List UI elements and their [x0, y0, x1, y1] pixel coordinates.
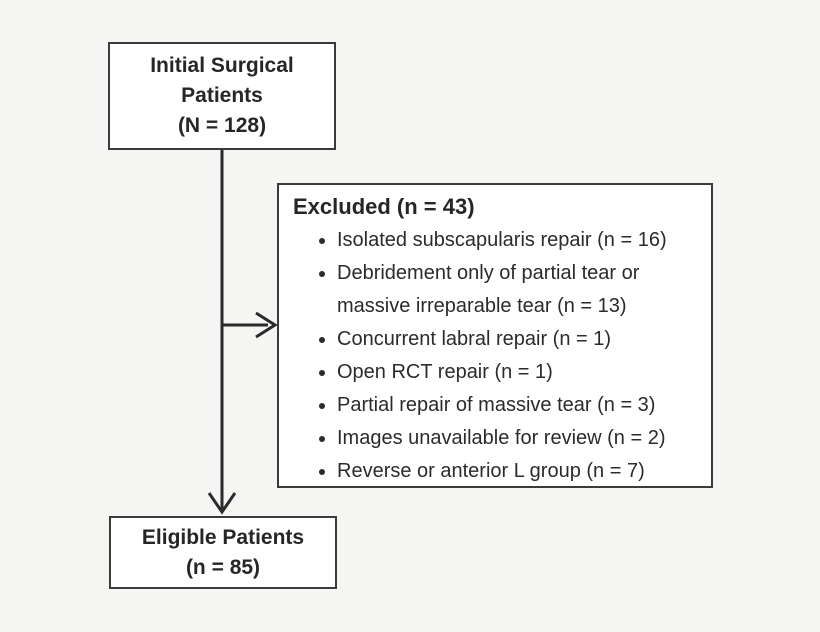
initial-patients-box: Initial Surgical Patients (N = 128) — [108, 42, 336, 150]
excluded-item: Open RCT repair (n = 1) — [337, 356, 701, 389]
excluded-item: Images unavailable for review (n = 2) — [337, 422, 701, 455]
eligible-patients-box: Eligible Patients (n = 85) — [109, 516, 337, 589]
eligible-patients-count: (n = 85) — [185, 555, 261, 579]
eligible-patients-title: Eligible Patients — [141, 525, 305, 549]
excluded-item: Partial repair of massive tear (n = 3) — [337, 389, 701, 422]
excluded-item: Concurrent labral repair (n = 1) — [337, 323, 701, 356]
excluded-item: Isolated subscapularis repair (n = 16) — [337, 224, 701, 257]
arrowhead-down-icon — [207, 492, 237, 515]
horizontal-arrow — [222, 311, 278, 339]
excluded-header: Excluded (n = 43) — [293, 194, 475, 219]
excluded-list: Isolated subscapularis repair (n = 16) D… — [293, 224, 701, 488]
initial-patients-title: Initial Surgical Patients — [150, 54, 294, 107]
excluded-box: Excluded (n = 43) Isolated subscapularis… — [277, 183, 713, 488]
arrowhead-right-icon — [255, 311, 278, 339]
initial-patients-count: (N = 128) — [177, 114, 267, 137]
vertical-arrow — [207, 150, 237, 515]
excluded-item: Debridement only of partial tear or mass… — [337, 257, 701, 323]
excluded-item: Reverse or anterior L group (n = 7) — [337, 455, 701, 488]
